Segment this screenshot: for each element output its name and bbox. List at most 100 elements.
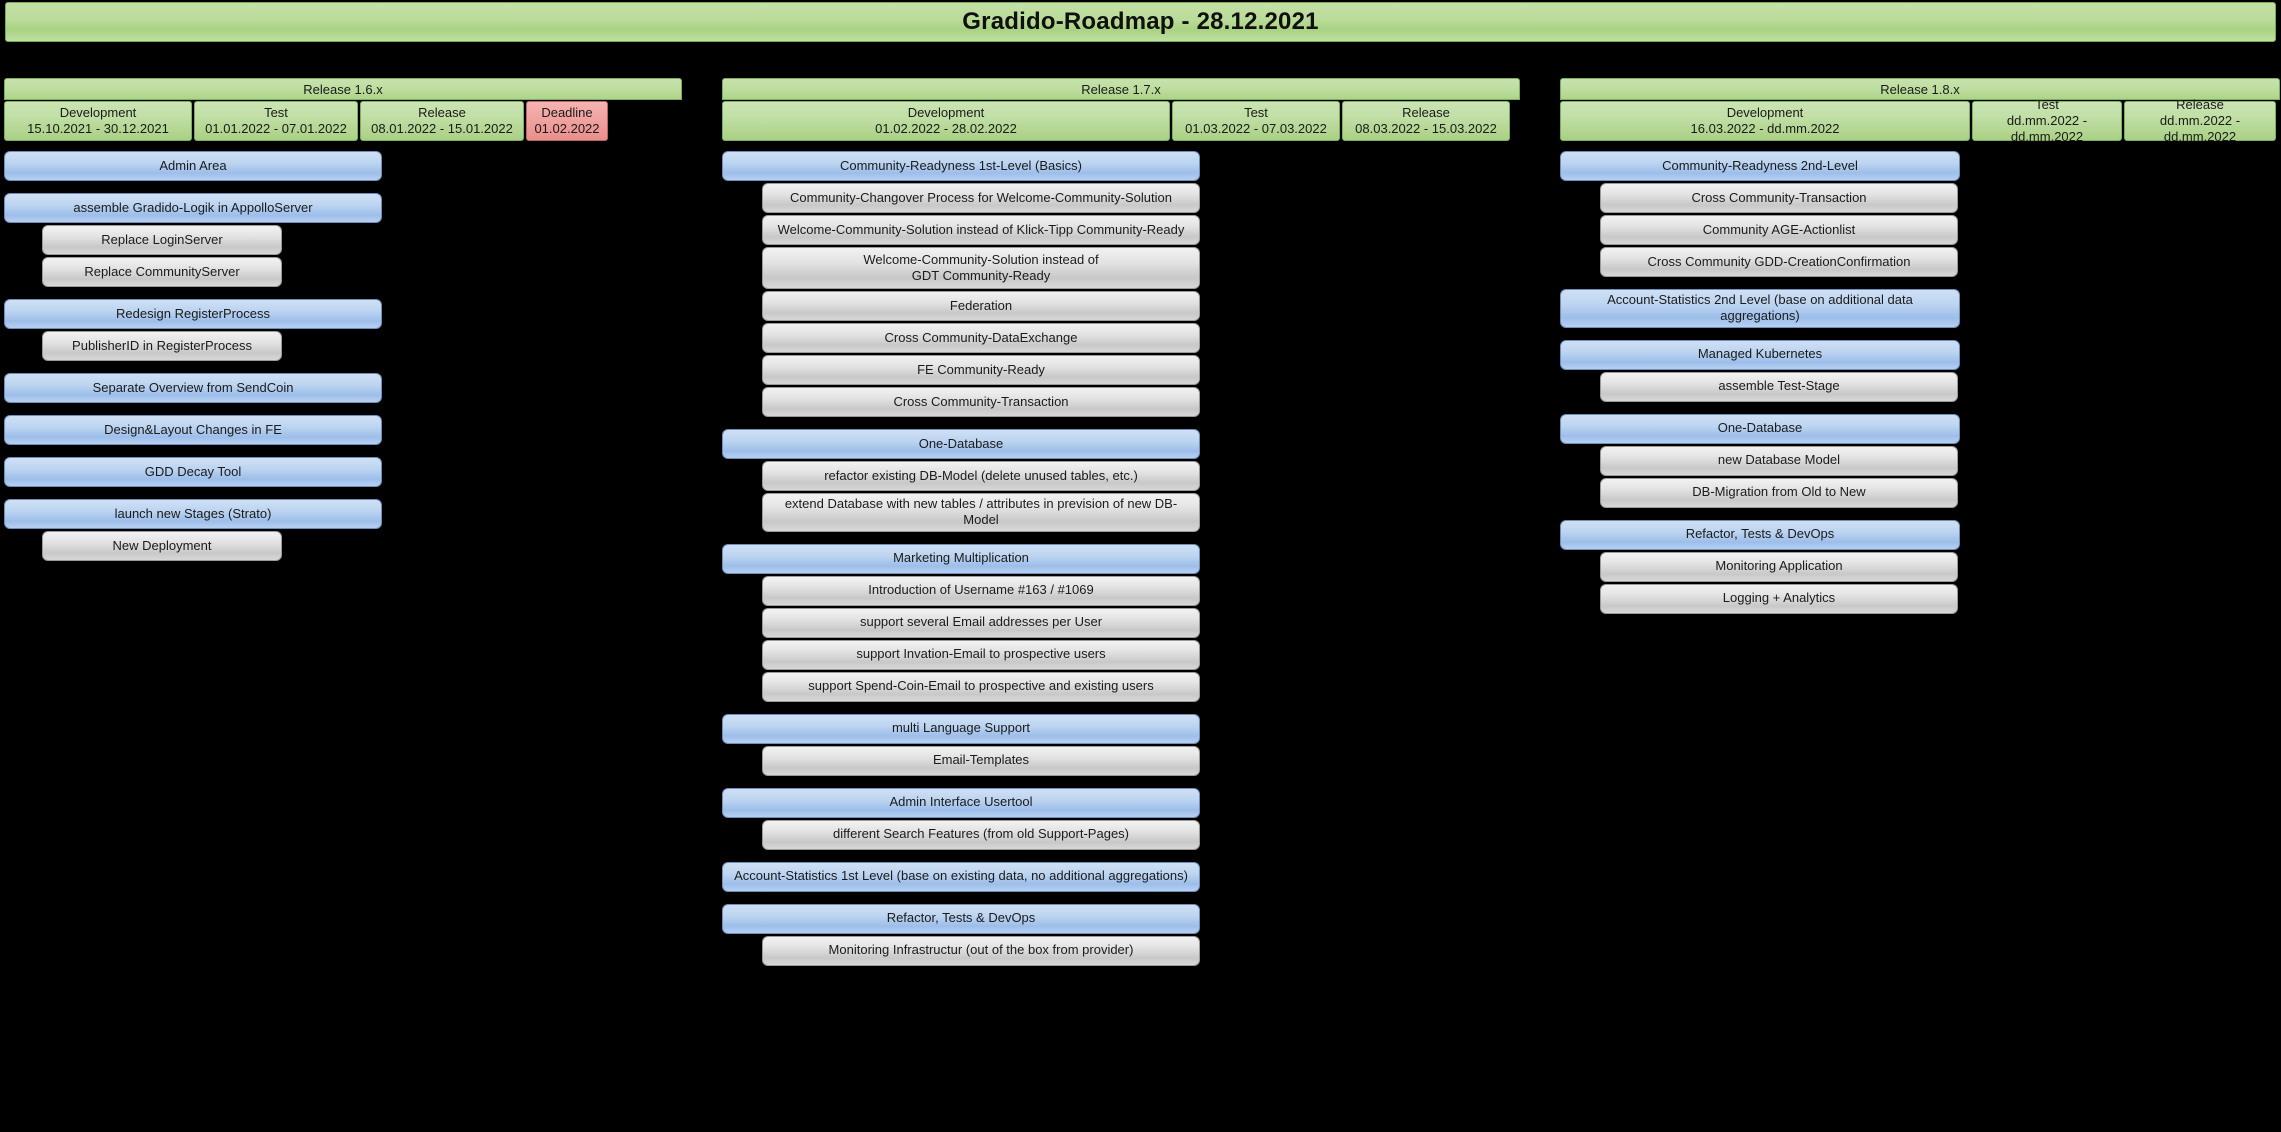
sub-task[interactable]: New Deployment bbox=[42, 531, 282, 561]
epic-task[interactable]: One-Database bbox=[1560, 413, 1960, 444]
epic-task[interactable]: Managed Kubernetes bbox=[1560, 339, 1960, 370]
phase-label: Test bbox=[2035, 96, 2059, 112]
sub-task[interactable]: new Database Model bbox=[1600, 445, 1958, 476]
phase-label: Development bbox=[907, 104, 985, 120]
phase-label: Deadline bbox=[541, 104, 593, 120]
task-group: Account-Statistics 1st Level (base on ex… bbox=[722, 861, 1520, 892]
phase-dates: 08.01.2022 - 15.01.2022 bbox=[371, 121, 513, 136]
epic-task[interactable]: Redesign RegisterProcess bbox=[4, 299, 382, 329]
epic-task[interactable]: Admin Area bbox=[4, 151, 382, 181]
epic-task[interactable]: Separate Overview from SendCoin bbox=[4, 373, 382, 403]
sub-task[interactable]: Replace CommunityServer bbox=[42, 257, 282, 287]
epic-task[interactable]: Admin Interface Usertool bbox=[722, 787, 1200, 818]
release-name: Release 1.8.x bbox=[1880, 81, 1960, 97]
phase-dates: 01.03.2022 - 07.03.2022 bbox=[1185, 121, 1327, 136]
release-banner-release-1-7-x: Release 1.7.x bbox=[722, 78, 1520, 100]
page-title: Gradido-Roadmap - 28.12.2021 bbox=[962, 8, 1319, 35]
sub-task[interactable]: Welcome-Community-Solution instead of Kl… bbox=[762, 215, 1200, 245]
sub-task[interactable]: Introduction of Username #163 / #1069 bbox=[762, 575, 1200, 606]
sub-task[interactable]: Cross Community-Transaction bbox=[1600, 183, 1958, 213]
task-group: Separate Overview from SendCoin bbox=[4, 373, 682, 403]
sub-task[interactable]: Monitoring Infrastructur (out of the box… bbox=[762, 935, 1200, 966]
sub-task[interactable]: Community AGE-Actionlist bbox=[1600, 215, 1958, 245]
sub-task[interactable]: Cross Community-DataExchange bbox=[762, 323, 1200, 353]
task-list-release-1-7-x: Community-Readyness 1st-Level (Basics)Co… bbox=[722, 151, 1520, 966]
phase-label: Release bbox=[418, 104, 466, 120]
sub-task[interactable]: Cross Community GDD-CreationConfirmation bbox=[1600, 247, 1958, 277]
sub-task[interactable]: Community-Changover Process for Welcome-… bbox=[762, 183, 1200, 213]
epic-task[interactable]: Community-Readyness 2nd-Level bbox=[1560, 151, 1960, 181]
phase-label: Release bbox=[2176, 96, 2224, 112]
epic-task[interactable]: Account-Statistics 1st Level (base on ex… bbox=[722, 861, 1200, 892]
epic-task[interactable]: launch new Stages (Strato) bbox=[4, 499, 382, 529]
epic-task[interactable]: assemble Gradido-Logik in AppolloServer bbox=[4, 193, 382, 223]
phase-label: Test bbox=[264, 104, 288, 120]
epic-task[interactable]: Refactor, Tests & DevOps bbox=[722, 903, 1200, 934]
epic-task[interactable]: Account-Statistics 2nd Level (base on ad… bbox=[1560, 289, 1960, 328]
epic-task[interactable]: Community-Readyness 1st-Level (Basics) bbox=[722, 151, 1200, 181]
sub-task[interactable]: refactor existing DB-Model (delete unuse… bbox=[762, 461, 1200, 491]
epic-task[interactable]: One-Database bbox=[722, 429, 1200, 459]
epic-task[interactable]: Marketing Multiplication bbox=[722, 543, 1200, 574]
phase-dates: 01.02.2022 - 28.02.2022 bbox=[875, 121, 1017, 136]
sub-task[interactable]: Cross Community-Transaction bbox=[762, 387, 1200, 417]
phase-dates: dd.mm.2022 - dd.mm.2022 bbox=[2159, 112, 2241, 145]
task-group: Account-Statistics 2nd Level (base on ad… bbox=[1560, 289, 2280, 328]
release-banner-release-1-6-x: Release 1.6.x bbox=[4, 78, 682, 100]
sub-task[interactable]: support several Email addresses per User bbox=[762, 607, 1200, 638]
sub-task[interactable]: Federation bbox=[762, 291, 1200, 321]
sub-task[interactable]: FE Community-Ready bbox=[762, 355, 1200, 385]
phase-dates: 01.01.2022 - 07.01.2022 bbox=[205, 121, 347, 136]
phase-label: Development bbox=[59, 104, 137, 120]
sub-task[interactable]: Email-Templates bbox=[762, 745, 1200, 776]
sub-task[interactable]: extend Database with new tables / attrib… bbox=[762, 493, 1200, 532]
epic-task[interactable]: GDD Decay Tool bbox=[4, 457, 382, 487]
sub-task[interactable]: DB-Migration from Old to New bbox=[1600, 477, 1958, 508]
sub-task[interactable]: Replace LoginServer bbox=[42, 225, 282, 255]
task-group: Design&Layout Changes in FE bbox=[4, 415, 682, 445]
phase-dates: 15.10.2021 - 30.12.2021 bbox=[27, 121, 169, 136]
task-group: Community-Readyness 1st-Level (Basics)Co… bbox=[722, 151, 1520, 417]
phase-dates: 08.03.2022 - 15.03.2022 bbox=[1355, 121, 1497, 136]
sub-task[interactable]: PublisherID in RegisterProcess bbox=[42, 331, 282, 361]
epic-task[interactable]: Design&Layout Changes in FE bbox=[4, 415, 382, 445]
task-group: GDD Decay Tool bbox=[4, 457, 682, 487]
phase-label: Development bbox=[1726, 104, 1804, 120]
sub-task[interactable]: support Invation-Email to prospective us… bbox=[762, 639, 1200, 670]
sub-task[interactable]: assemble Test-Stage bbox=[1600, 371, 1958, 402]
sub-task[interactable]: Monitoring Application bbox=[1600, 551, 1958, 582]
epic-task[interactable]: Refactor, Tests & DevOps bbox=[1560, 519, 1960, 550]
sub-task[interactable]: support Spend-Coin-Email to prospective … bbox=[762, 671, 1200, 702]
epic-task[interactable]: multi Language Support bbox=[722, 713, 1200, 744]
sub-task[interactable]: Logging + Analytics bbox=[1600, 583, 1958, 614]
phase-dates: 16.03.2022 - dd.mm.2022 bbox=[1690, 121, 1840, 136]
sub-task[interactable]: different Search Features (from old Supp… bbox=[762, 819, 1200, 850]
roadmap-title-bar: Gradido-Roadmap - 28.12.2021 bbox=[5, 2, 2276, 42]
